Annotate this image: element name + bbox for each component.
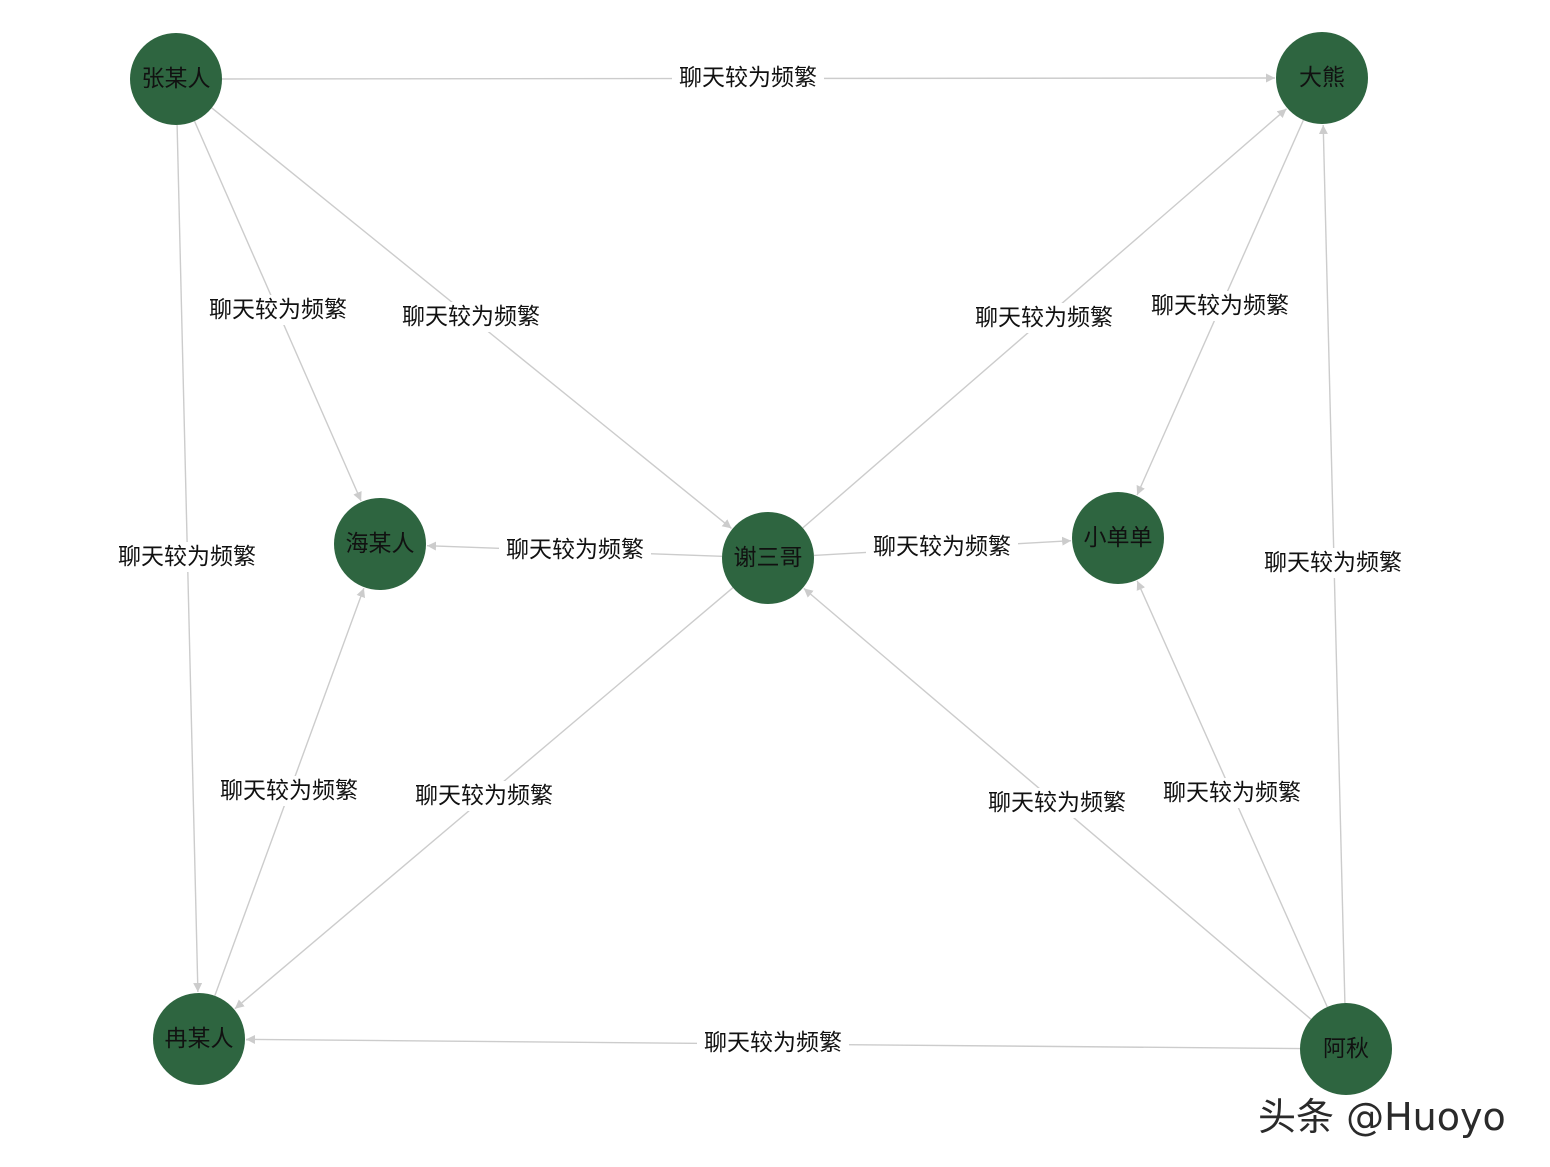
edge-label-background bbox=[408, 781, 560, 811]
edge-label: 聊天较为频繁 bbox=[118, 544, 256, 570]
edge-label-background bbox=[697, 1028, 849, 1058]
node-circle bbox=[334, 498, 426, 590]
edge-label-background bbox=[395, 302, 547, 332]
edge-label-background bbox=[866, 532, 1018, 562]
edge-labels-layer: 聊天较为频繁聊天较为频繁聊天较为频繁聊天较为频繁聊天较为频繁聊天较为频繁聊天较为… bbox=[111, 63, 1409, 1058]
edge-label-background bbox=[111, 542, 263, 572]
edge-label-background bbox=[499, 535, 651, 565]
edge-label-background bbox=[202, 295, 354, 325]
node-label: 阿秋 bbox=[1323, 1036, 1369, 1062]
edge-label: 聊天较为频繁 bbox=[402, 304, 540, 330]
node-circle bbox=[1072, 492, 1164, 584]
edge-label: 聊天较为频繁 bbox=[975, 305, 1113, 331]
node-label: 张某人 bbox=[142, 66, 211, 92]
node-xie[interactable]: 谢三哥 bbox=[722, 512, 814, 604]
node-aqiu[interactable]: 阿秋 bbox=[1300, 1003, 1392, 1095]
edge-label-background bbox=[1144, 291, 1296, 321]
edge-label-background bbox=[1156, 778, 1308, 808]
edge-label: 聊天较为频繁 bbox=[679, 65, 817, 91]
node-circle bbox=[722, 512, 814, 604]
node-label: 小单单 bbox=[1084, 525, 1153, 551]
edge-label-background bbox=[213, 776, 365, 806]
node-circle bbox=[153, 993, 245, 1085]
node-hai[interactable]: 海某人 bbox=[334, 498, 426, 590]
edge-label: 聊天较为频繁 bbox=[415, 783, 553, 809]
node-circle bbox=[1276, 32, 1368, 124]
edge-label-background bbox=[672, 63, 824, 93]
edge-label-background bbox=[981, 788, 1133, 818]
node-ran[interactable]: 冉某人 bbox=[153, 993, 245, 1085]
node-label: 冉某人 bbox=[165, 1026, 234, 1052]
node-label: 大熊 bbox=[1299, 65, 1345, 91]
edge-label: 聊天较为频繁 bbox=[506, 537, 644, 563]
watermark-text: 头条 @Huoyo bbox=[1258, 1095, 1506, 1139]
node-daxiong[interactable]: 大熊 bbox=[1276, 32, 1368, 124]
node-circle bbox=[130, 33, 222, 125]
edge-label-background bbox=[968, 303, 1120, 333]
edge-label: 聊天较为频繁 bbox=[988, 790, 1126, 816]
edge-label: 聊天较为频繁 bbox=[704, 1030, 842, 1056]
node-label: 谢三哥 bbox=[734, 545, 803, 571]
edge-label: 聊天较为频繁 bbox=[1264, 550, 1402, 576]
edge-label: 聊天较为频繁 bbox=[209, 297, 347, 323]
edge-label: 聊天较为频繁 bbox=[220, 778, 358, 804]
node-circle bbox=[1300, 1003, 1392, 1095]
node-xiaodan[interactable]: 小单单 bbox=[1072, 492, 1164, 584]
edge-label: 聊天较为频繁 bbox=[873, 534, 1011, 560]
node-zhang[interactable]: 张某人 bbox=[130, 33, 222, 125]
node-label: 海某人 bbox=[346, 531, 415, 557]
edge-label-background bbox=[1257, 548, 1409, 578]
edge-label: 聊天较为频繁 bbox=[1163, 780, 1301, 806]
edge-label: 聊天较为频繁 bbox=[1151, 293, 1289, 319]
